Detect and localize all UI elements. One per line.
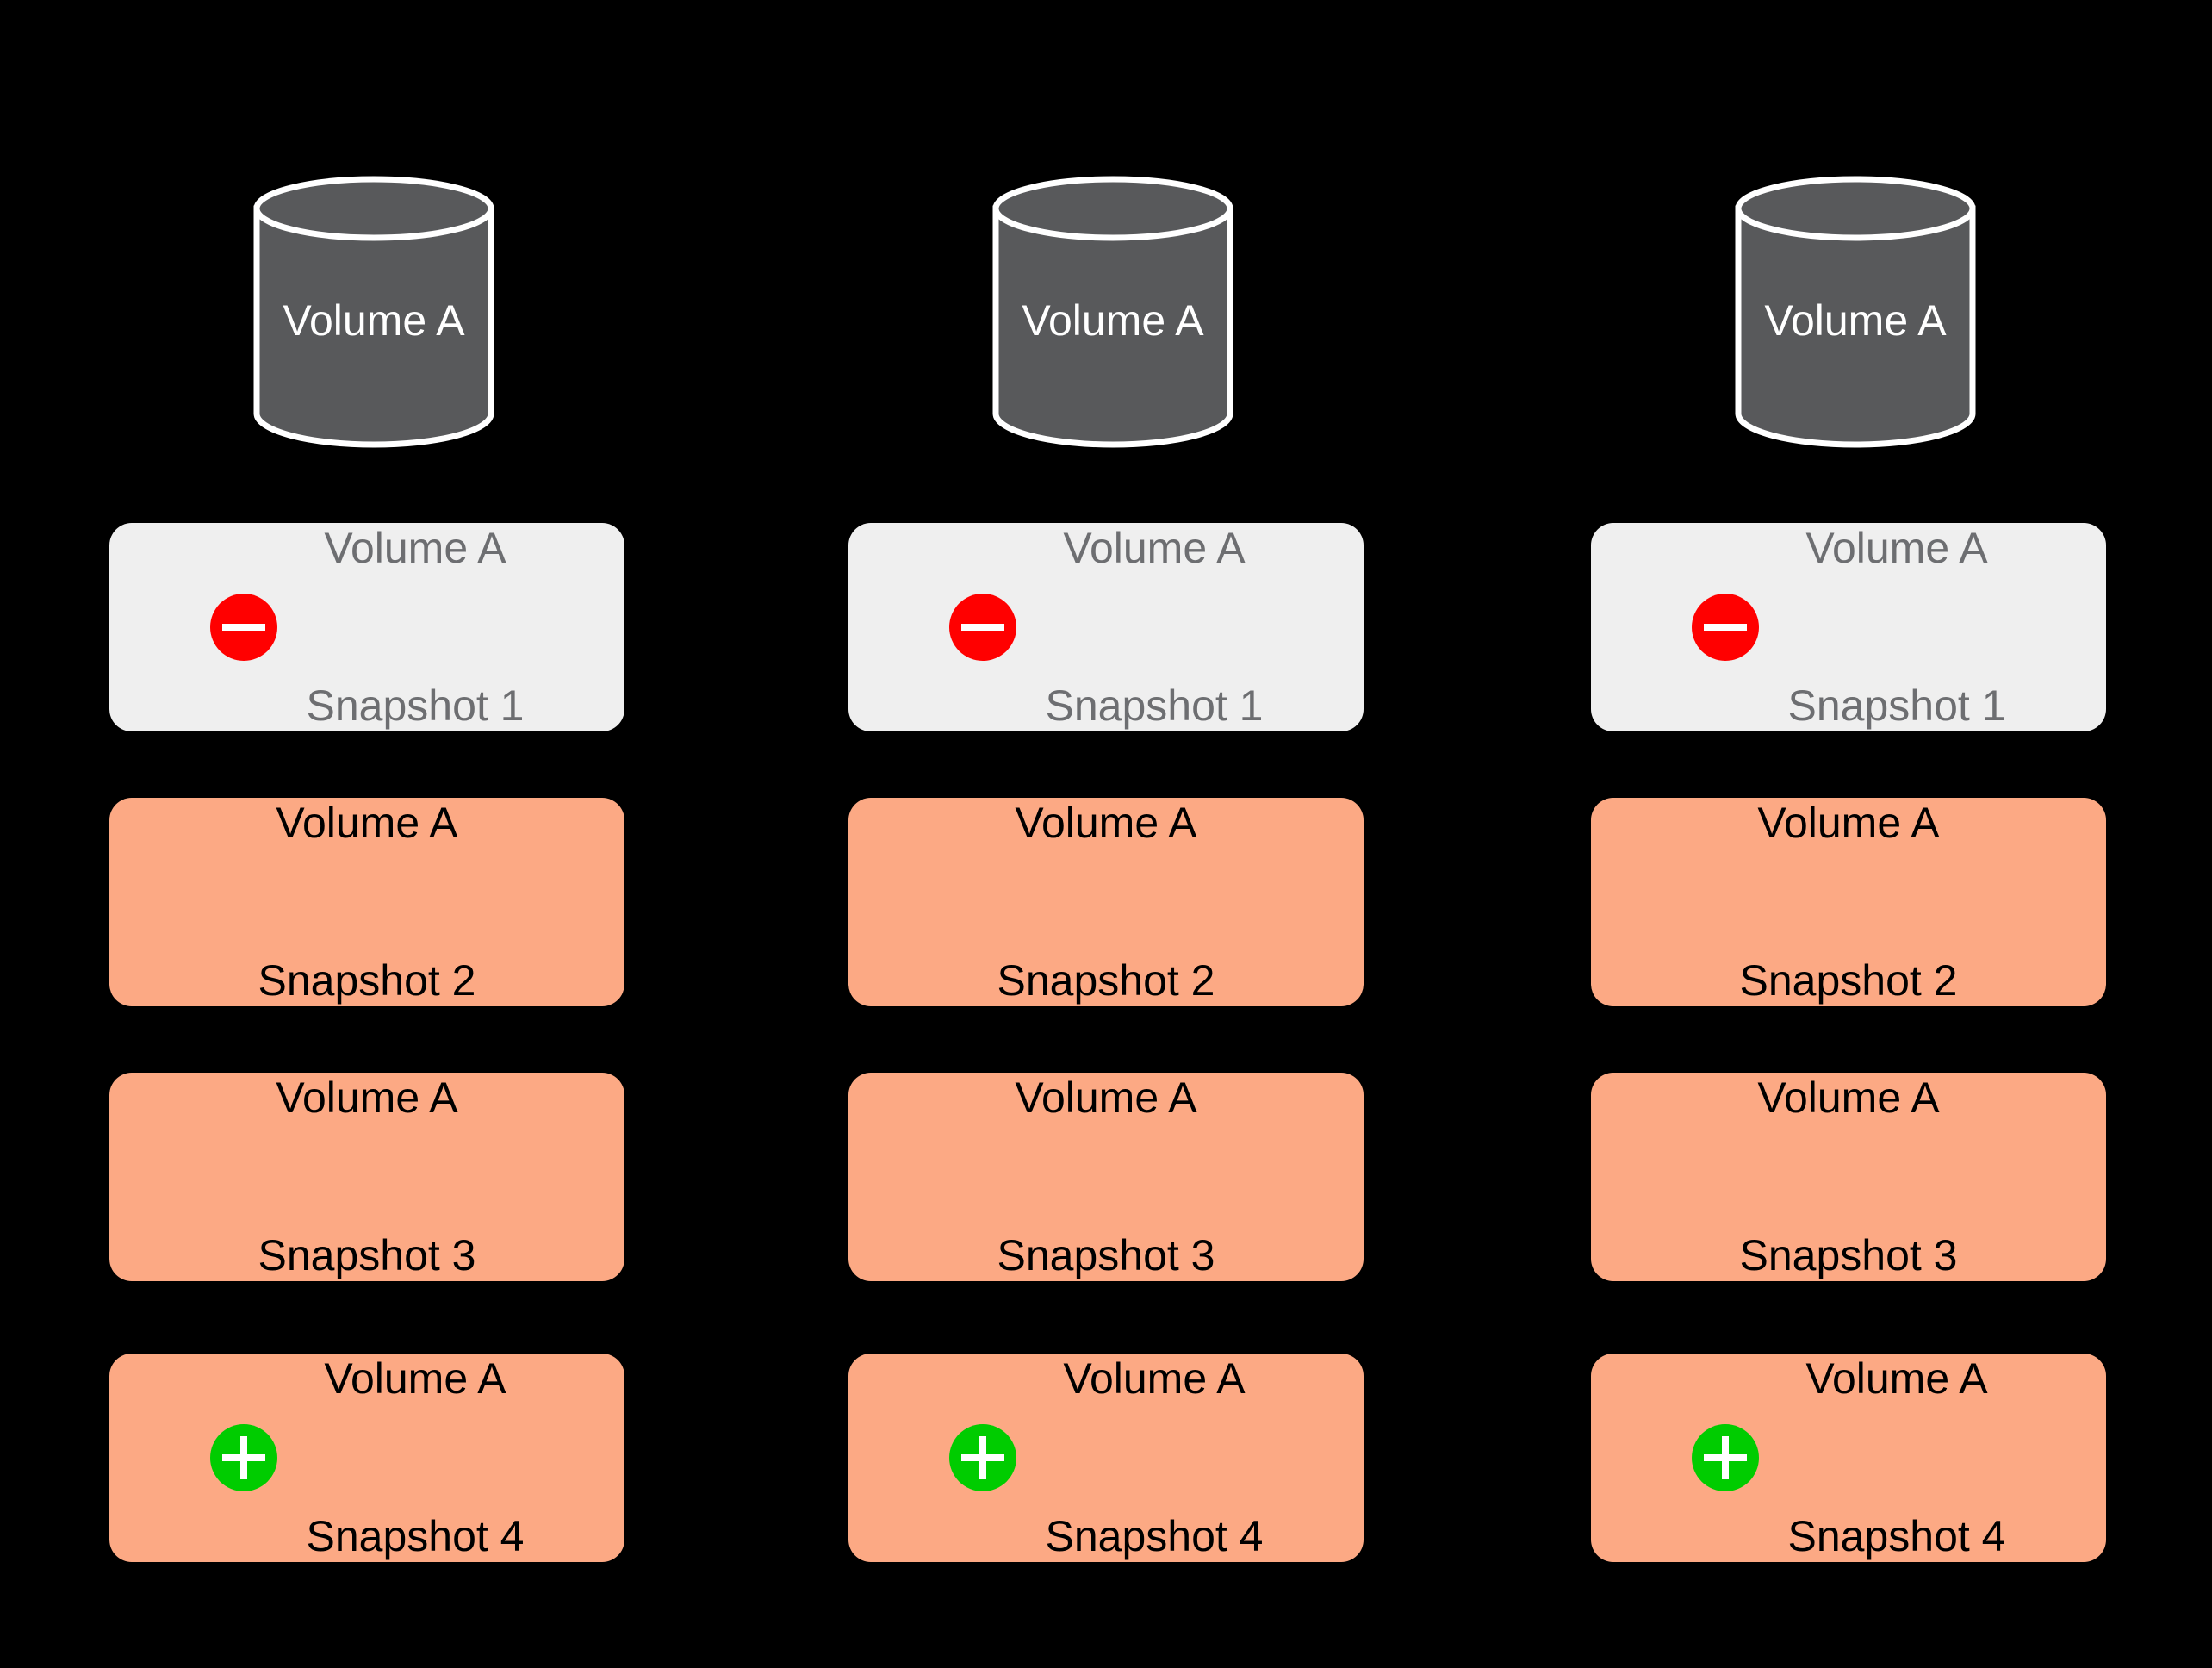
volume-cylinder-1[interactable]: Volume A <box>252 174 496 448</box>
snapshot-card-content: Volume A Snapshot 1 <box>948 417 1264 837</box>
snapshot-card-label: Volume A Snapshot 3 <box>258 967 476 1387</box>
volume-column-1: Volume A Volume A Snapshot 1 Volume A Sn… <box>109 0 624 1661</box>
snapshot-card-content: Volume A Snapshot 4 <box>1691 1248 2006 1668</box>
plus-circle-icon[interactable] <box>948 1424 1016 1491</box>
snapshot-label-line1: Volume A <box>1805 1354 1988 1403</box>
snapshot-label-line1: Volume A <box>324 524 506 572</box>
snapshot-label-line2: Snapshot 4 <box>1787 1512 2006 1560</box>
snapshot-card-3-1[interactable]: Volume A Snapshot 1 <box>1591 523 2106 731</box>
snapshot-card-content: Volume A Snapshot 2 <box>997 692 1215 1112</box>
snapshot-card-label: Volume A Snapshot 2 <box>1740 692 1958 1112</box>
volume-column-3: Volume A Volume A Snapshot 1 Volume A Sn… <box>1591 0 2106 1661</box>
snapshot-label-line2: Snapshot 2 <box>1739 956 1958 1005</box>
snapshot-card-3-2[interactable]: Volume A Snapshot 2 <box>1591 798 2106 1006</box>
snapshot-card-content: Volume A Snapshot 2 <box>258 692 476 1112</box>
snapshot-card-1-2[interactable]: Volume A Snapshot 2 <box>109 798 624 1006</box>
minus-circle-icon[interactable] <box>1691 594 1759 661</box>
volume-cylinder-label-1: Volume A <box>283 296 465 345</box>
snapshot-card-label: Volume A Snapshot 1 <box>1046 417 1264 837</box>
snapshot-card-label: Volume A Snapshot 4 <box>1046 1248 1264 1668</box>
snapshot-card-3-3[interactable]: Volume A Snapshot 3 <box>1591 1073 2106 1281</box>
plus-circle-icon[interactable] <box>1691 1424 1759 1491</box>
snapshot-card-label: Volume A Snapshot 4 <box>307 1248 525 1668</box>
volume-column-2: Volume A Volume A Snapshot 1 Volume A Sn… <box>848 0 1364 1661</box>
snapshot-card-2-3[interactable]: Volume A Snapshot 3 <box>848 1073 1364 1281</box>
minus-circle-icon[interactable] <box>209 594 277 661</box>
snapshot-label-line2: Snapshot 3 <box>997 1231 1215 1279</box>
minus-glyph-bar <box>1703 624 1747 631</box>
snapshot-card-2-4[interactable]: Volume A Snapshot 4 <box>848 1354 1364 1562</box>
snapshot-label-line1: Volume A <box>276 799 458 847</box>
plus-glyph-bar-vertical <box>1721 1436 1729 1479</box>
snapshot-label-line2: Snapshot 1 <box>306 682 525 730</box>
snapshot-label-line1: Volume A <box>1757 799 1940 847</box>
snapshot-card-content: Volume A Snapshot 3 <box>1740 967 1958 1387</box>
snapshot-card-label: Volume A Snapshot 2 <box>258 692 476 1112</box>
snapshot-label-line1: Volume A <box>324 1354 506 1403</box>
volume-cylinder-label-2: Volume A <box>1022 296 1204 345</box>
snapshot-label-line1: Volume A <box>1805 524 1988 572</box>
plus-glyph-bar-vertical <box>979 1436 986 1479</box>
cylinder-database-icon <box>992 176 1233 448</box>
snapshot-card-label: Volume A Snapshot 2 <box>997 692 1215 1112</box>
snapshot-label-line2: Snapshot 4 <box>306 1512 525 1560</box>
snapshot-card-3-4[interactable]: Volume A Snapshot 4 <box>1591 1354 2106 1562</box>
snapshot-card-label: Volume A Snapshot 1 <box>1788 417 2006 837</box>
volume-cylinder-2[interactable]: Volume A <box>991 174 1235 448</box>
snapshot-card-1-1[interactable]: Volume A Snapshot 1 <box>109 523 624 731</box>
cylinder-database-icon <box>1735 176 1976 448</box>
snapshot-card-content: Volume A Snapshot 3 <box>997 967 1215 1387</box>
snapshot-card-1-4[interactable]: Volume A Snapshot 4 <box>109 1354 624 1562</box>
snapshot-card-content: Volume A Snapshot 4 <box>948 1248 1264 1668</box>
snapshot-card-content: Volume A Snapshot 1 <box>1691 417 2006 837</box>
snapshot-label-line1: Volume A <box>1015 1074 1197 1122</box>
snapshot-card-content: Volume A Snapshot 4 <box>209 1248 525 1668</box>
snapshot-label-line2: Snapshot 1 <box>1045 682 1264 730</box>
snapshot-label-line1: Volume A <box>276 1074 458 1122</box>
snapshot-card-2-1[interactable]: Volume A Snapshot 1 <box>848 523 1364 731</box>
snapshot-label-line2: Snapshot 4 <box>1045 1512 1264 1560</box>
snapshot-label-line2: Snapshot 2 <box>997 956 1215 1005</box>
snapshot-label-line1: Volume A <box>1063 1354 1246 1403</box>
snapshot-label-line1: Volume A <box>1015 799 1197 847</box>
snapshot-card-label: Volume A Snapshot 4 <box>1788 1248 2006 1668</box>
snapshot-label-line2: Snapshot 2 <box>258 956 476 1005</box>
snapshot-label-line1: Volume A <box>1063 524 1246 572</box>
minus-circle-icon[interactable] <box>948 594 1016 661</box>
snapshot-card-content: Volume A Snapshot 2 <box>1740 692 1958 1112</box>
cylinder-database-icon <box>253 176 494 448</box>
snapshot-label-line2: Snapshot 1 <box>1787 682 2006 730</box>
snapshot-card-label: Volume A Snapshot 3 <box>1740 967 1958 1387</box>
plus-glyph-bar-vertical <box>239 1436 247 1479</box>
volume-cylinder-label-3: Volume A <box>1764 296 1947 345</box>
snapshot-card-label: Volume A Snapshot 1 <box>307 417 525 837</box>
snapshot-label-line1: Volume A <box>1757 1074 1940 1122</box>
snapshot-label-line2: Snapshot 3 <box>1739 1231 1958 1279</box>
volume-cylinder-3[interactable]: Volume A <box>1733 174 1978 448</box>
snapshot-card-content: Volume A Snapshot 1 <box>209 417 525 837</box>
snapshot-card-content: Volume A Snapshot 3 <box>258 967 476 1387</box>
plus-circle-icon[interactable] <box>209 1424 277 1491</box>
minus-glyph-bar <box>960 624 1004 631</box>
snapshot-label-line2: Snapshot 3 <box>258 1231 476 1279</box>
snapshot-card-1-3[interactable]: Volume A Snapshot 3 <box>109 1073 624 1281</box>
snapshot-card-label: Volume A Snapshot 3 <box>997 967 1215 1387</box>
snapshot-card-2-2[interactable]: Volume A Snapshot 2 <box>848 798 1364 1006</box>
minus-glyph-bar <box>221 624 265 631</box>
